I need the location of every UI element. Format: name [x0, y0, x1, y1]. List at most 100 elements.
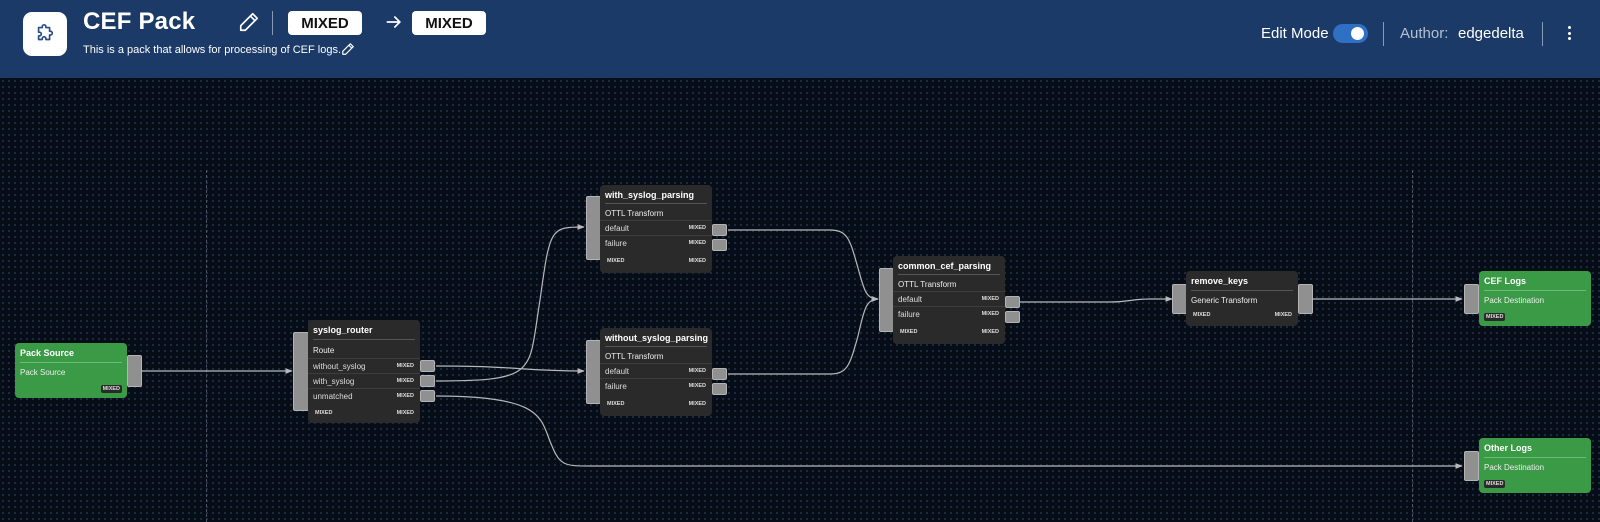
output-row-without-syslog: without_syslog MIXED [308, 358, 420, 373]
node-remove-keys[interactable]: remove_keys Generic Transform MIXED MIXE… [1186, 271, 1298, 326]
output-data-type: MIXED [981, 329, 999, 335]
data-type-badge: MIXED [1484, 313, 1506, 321]
output-label: failure [898, 310, 920, 319]
output-port-failure[interactable] [1005, 311, 1020, 323]
puzzle-piece-icon [23, 12, 67, 56]
data-type-badge: MIXED [1484, 480, 1506, 488]
pack-description: This is a pack that allows for processin… [83, 44, 341, 56]
node-title: with_syslog_parsing [605, 190, 695, 200]
output-data-type: MIXED [981, 311, 999, 317]
output-row-default: default MIXED [600, 363, 712, 378]
node-cef-logs[interactable]: CEF Logs Pack Destination MIXED [1479, 271, 1591, 326]
output-port-without-syslog[interactable] [420, 360, 435, 372]
input-data-type: MIXED [1193, 312, 1211, 318]
output-label: without_syslog [313, 362, 366, 371]
output-data-type: MIXED [688, 368, 706, 374]
output-row-failure: failure MIXED [893, 306, 1005, 321]
node-title: without_syslog_parsing [605, 333, 709, 343]
output-port-default[interactable] [712, 224, 727, 236]
input-port[interactable] [1464, 284, 1479, 314]
node-without-syslog-parsing[interactable]: without_syslog_parsing OTTL Transform de… [600, 328, 712, 416]
node-divider [1191, 290, 1293, 291]
input-port[interactable] [1172, 284, 1187, 314]
output-data-type: MIXED [396, 378, 414, 384]
node-other-logs[interactable]: Other Logs Pack Destination MIXED [1479, 438, 1591, 493]
edit-mode-label: Edit Mode [1261, 25, 1329, 42]
header-divider [1542, 22, 1543, 46]
output-data-type: MIXED [396, 363, 414, 369]
input-data-type: MIXED [315, 410, 333, 416]
node-divider [20, 362, 122, 363]
node-common-cef-parsing[interactable]: common_cef_parsing OTTL Transform defaul… [893, 256, 1005, 344]
node-divider [1484, 457, 1586, 458]
author-label: Author: [1400, 25, 1449, 42]
edit-description-pencil-icon[interactable] [341, 42, 355, 56]
output-port-default[interactable] [1005, 296, 1020, 308]
output-row-failure: failure MIXED [600, 378, 712, 393]
output-data-type: MIXED [981, 296, 999, 302]
node-title: Pack Source [20, 348, 75, 358]
output-data-type: MIXED [688, 401, 706, 407]
input-port[interactable] [586, 340, 601, 404]
output-data-type: MIXED [1274, 312, 1292, 318]
output-data-type: MIXED [688, 258, 706, 264]
output-data-type: MIXED [688, 225, 706, 231]
output-port-with-syslog[interactable] [420, 375, 435, 387]
node-pack-source[interactable]: Pack Source Pack Source MIXED [15, 343, 127, 398]
output-row-default: default MIXED [600, 220, 712, 235]
input-port[interactable] [586, 196, 601, 260]
node-type: OTTL Transform [898, 280, 957, 289]
node-divider [605, 203, 707, 204]
node-divider [1484, 290, 1586, 291]
output-port-unmatched[interactable] [420, 390, 435, 402]
header-divider [272, 11, 273, 35]
node-type: Pack Destination [1484, 296, 1545, 305]
pack-header: CEF Pack MIXED MIXED This is a pack that… [0, 0, 1600, 78]
input-data-type: MIXED [900, 329, 918, 335]
output-port[interactable] [1298, 284, 1313, 314]
node-syslog-router[interactable]: syslog_router Route without_syslog MIXED… [308, 320, 420, 423]
author-value: edgedelta [1458, 25, 1524, 42]
edit-mode-toggle[interactable] [1333, 24, 1368, 43]
output-label: failure [605, 382, 627, 391]
output-port-failure[interactable] [712, 239, 727, 251]
input-data-type: MIXED [607, 258, 625, 264]
output-port-failure[interactable] [712, 383, 727, 395]
output-data-type: MIXED [688, 383, 706, 389]
output-data-type: MIXED [688, 240, 706, 246]
input-type-badge: MIXED [288, 11, 362, 35]
output-port[interactable] [127, 355, 142, 387]
data-type-badge: MIXED [100, 385, 122, 393]
output-row-with-syslog: with_syslog MIXED [308, 373, 420, 388]
more-options-icon[interactable] [1563, 22, 1575, 44]
output-port-default[interactable] [712, 368, 727, 380]
input-data-type: MIXED [607, 401, 625, 407]
output-label: failure [605, 239, 627, 248]
arrow-right-icon [384, 12, 404, 32]
node-divider [898, 274, 1000, 275]
output-label: with_syslog [313, 377, 355, 386]
node-type: OTTL Transform [605, 352, 664, 361]
input-port[interactable] [879, 268, 894, 332]
node-type: Pack Destination [1484, 463, 1545, 472]
pack-title: CEF Pack [83, 8, 196, 35]
node-title: common_cef_parsing [898, 261, 992, 271]
node-divider [313, 339, 415, 340]
toggle-knob [1351, 27, 1364, 40]
node-title: remove_keys [1191, 276, 1249, 286]
output-data-type: MIXED [396, 410, 414, 416]
output-row-default: default MIXED [893, 291, 1005, 306]
node-with-syslog-parsing[interactable]: with_syslog_parsing OTTL Transform defau… [600, 185, 712, 273]
pipeline-canvas[interactable] [0, 78, 1600, 522]
edit-title-pencil-icon[interactable] [238, 11, 260, 33]
output-row-failure: failure MIXED [600, 235, 712, 250]
node-type: Route [313, 346, 335, 355]
node-type: Pack Source [20, 368, 66, 377]
node-title: CEF Logs [1484, 276, 1526, 286]
node-type: Generic Transform [1191, 296, 1258, 305]
output-data-type: MIXED [396, 393, 414, 399]
input-port[interactable] [1464, 451, 1479, 481]
node-divider [605, 346, 707, 347]
source-column-divider [206, 170, 207, 522]
input-port[interactable] [293, 332, 309, 411]
